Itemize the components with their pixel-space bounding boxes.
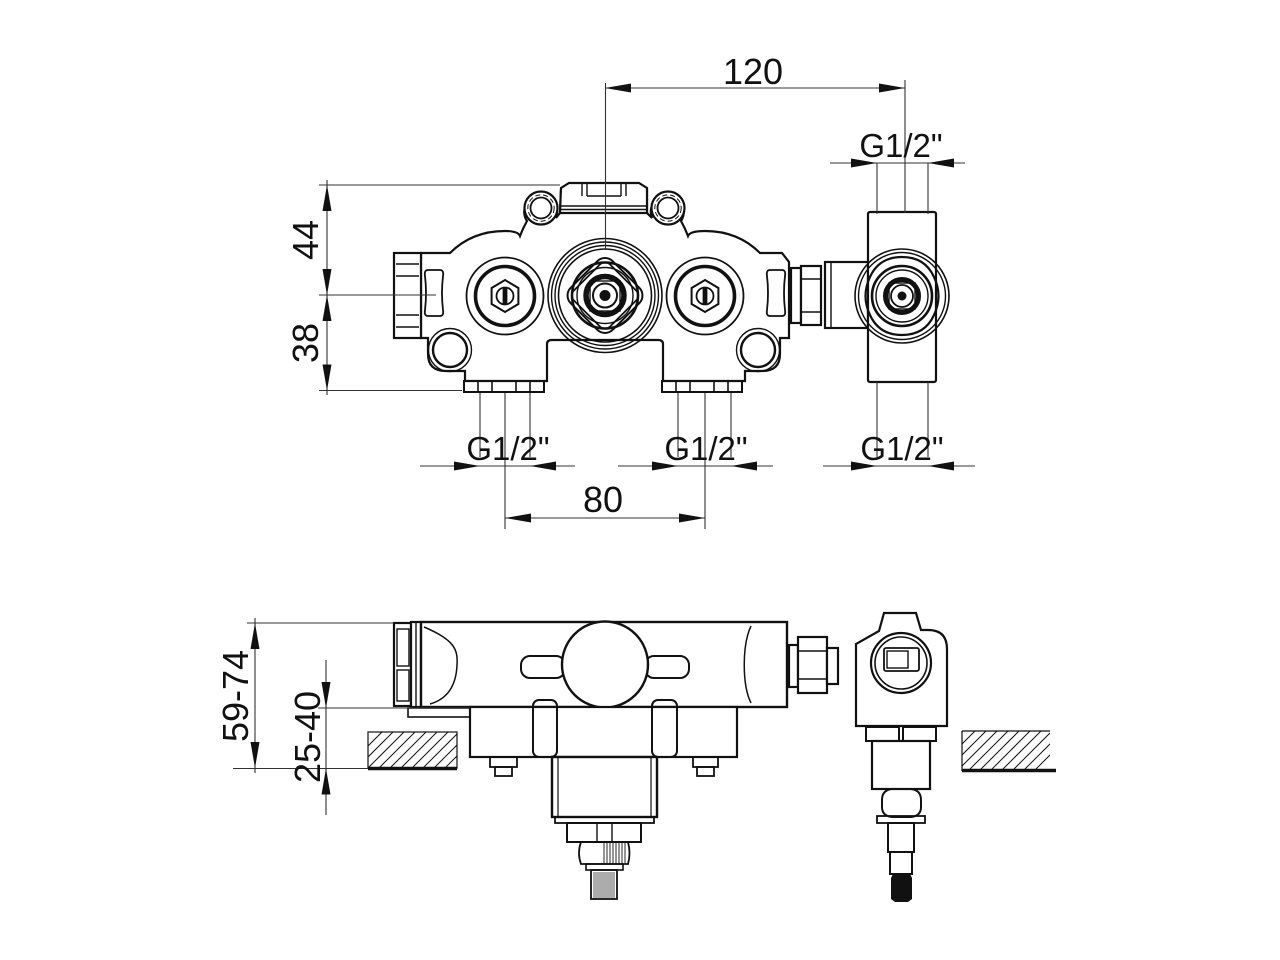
- screw-boss-right: [735, 327, 781, 373]
- connection-nipple: [789, 260, 870, 330]
- mounting-ear-left: [523, 190, 559, 226]
- dim-g12-outlet-right: [618, 393, 773, 529]
- front-view: [392, 181, 950, 393]
- dim-25-40: [318, 660, 470, 815]
- dim-label-25-40: 25-40: [287, 691, 328, 783]
- dim-g12-outlet-left: [420, 393, 575, 529]
- diverter-outlet-port: [869, 631, 933, 695]
- side-left-cap: [392, 620, 423, 709]
- screw-slot: [702, 287, 708, 305]
- dim-label-g12-diverter: G1/2": [860, 430, 943, 467]
- diverter-valve-side: [854, 611, 949, 902]
- dim-label-g12-outlet-left: G1/2": [466, 430, 549, 467]
- outlet-right: [661, 380, 743, 393]
- dim-label-g12-top: G1/2": [859, 127, 942, 164]
- dim-label-g12-outlet-right: G1/2": [664, 430, 747, 467]
- wall-section-right: [961, 730, 1056, 773]
- wall-section-left: [367, 731, 458, 771]
- side-view: [367, 611, 1056, 902]
- dim-59-74: [233, 618, 394, 773]
- screw-slot: [502, 287, 508, 305]
- dim-label-80: 80: [583, 479, 623, 520]
- dim-80: [505, 513, 705, 523]
- dim-g12-diverter: [823, 382, 975, 471]
- body-slot-left: [423, 269, 445, 317]
- mounting-plate: [407, 699, 739, 777]
- cartridge-center-dot: [599, 290, 611, 301]
- outlet-left: [463, 380, 545, 393]
- dim-g12-top: [830, 158, 965, 214]
- screw-boss-left: [427, 327, 473, 373]
- spline-shaft: [590, 869, 618, 900]
- dim-label-38: 38: [285, 323, 326, 363]
- dim-120: [604, 80, 906, 250]
- diverter-spline-tip: [891, 874, 912, 902]
- dimension-annotations: [233, 80, 975, 815]
- side-connection-nut: [787, 635, 840, 695]
- dim-label-120: 120: [723, 51, 783, 92]
- top-bracket-plate: [558, 181, 649, 215]
- mounting-ear-right: [650, 190, 686, 226]
- dim-label-44: 44: [285, 220, 326, 260]
- dim-label-59-74: 59-74: [215, 650, 256, 742]
- diverter-valve-front: [854, 210, 950, 384]
- dim-44-38: [319, 180, 560, 395]
- cartridge-housing: [550, 755, 659, 900]
- diverter-center-dot: [897, 291, 907, 301]
- body-slot-right: [765, 269, 787, 317]
- inlet-port-right: [665, 256, 745, 336]
- inlet-port-left: [465, 256, 545, 336]
